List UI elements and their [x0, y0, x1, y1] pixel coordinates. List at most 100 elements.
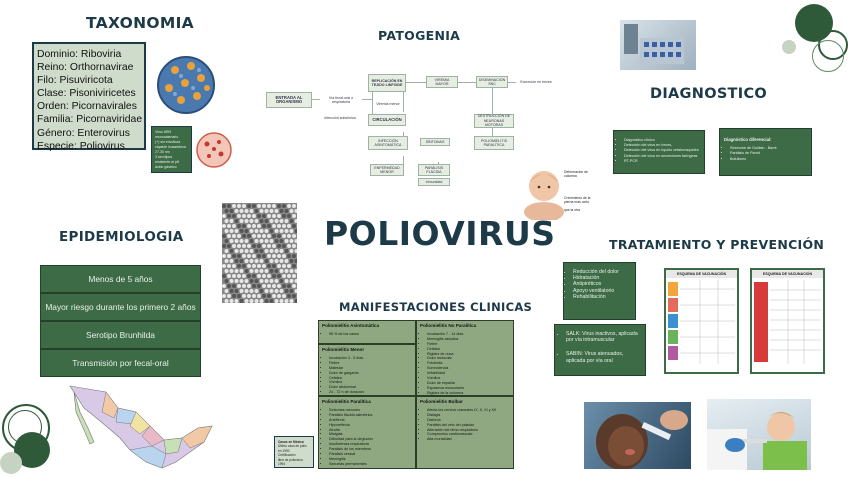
manif-item: Disfagia: [427, 413, 510, 418]
manif-item: Insuficiencia respiratoria: [329, 442, 412, 447]
manif-item: Fiebre: [329, 361, 412, 366]
patogenia-heading: PATOGENIA: [378, 28, 461, 43]
trat-item: Rehabilitación: [573, 294, 635, 300]
diag-dif-item: Síndrome de Guillain - Barré: [730, 146, 807, 151]
manif-item: Secuelas permanentes: [329, 462, 412, 467]
manif-item: Vómitos: [329, 380, 412, 385]
manif-item: Somnolencia: [427, 366, 510, 371]
flow-diseminacion: DISEMINACIÓN SNC: [476, 76, 508, 88]
flow-asintomatica: INFECCIÓN ASINTOMÁTICA: [368, 136, 408, 150]
vacuna-item: SABIN: Virus atenuados, aplicada por vía…: [566, 351, 641, 363]
epidemiologia-heading: EPIDEMIOLOGIA: [59, 229, 184, 245]
manif-item: Vómitos: [427, 376, 510, 381]
note-line: libre de poliovirus: [278, 457, 303, 462]
note-line: resistente al pH: [155, 160, 180, 164]
diagnostico-heading: DIAGNOSTICO: [650, 86, 768, 102]
flow-viremia-menor: Viremia menor: [374, 100, 402, 108]
manif-item: Mialgias: [329, 432, 412, 437]
taxonomia-heading: TAXONOMIA: [86, 14, 194, 32]
flow-neuronas: DESTRUCCIÓN DE NEURONAS MOTORAS: [474, 114, 514, 128]
note-line: 1994: [278, 462, 286, 467]
flow-sintomas: SÍNTOMAS: [420, 138, 450, 146]
tratamiento-box: Reducción del dolor Hidratación Antipiré…: [563, 262, 636, 320]
vacuna-item: SALK: Virus inactivos, aplicada por vía …: [566, 331, 641, 343]
manifestaciones-heading: MANIFESTACIONES CLINICAS: [339, 300, 533, 314]
child-label: Deformación de columna: [564, 170, 588, 178]
taxonomy-line: Género: Enterovirus: [37, 127, 130, 139]
manif-item: Dolor abdominal: [329, 385, 412, 390]
note-line: monocatenario: [155, 135, 179, 139]
flow-enfermedad: ENFERMEDAD MENOR: [370, 164, 404, 176]
manif-item: Parálisis flácida asimétrica: [329, 413, 412, 418]
decorative-circle: [782, 40, 796, 54]
trat-item: Antipiréticos: [573, 281, 635, 287]
manif-item: 24 - 72 h de duración: [329, 390, 412, 395]
vaccination-schedule-1: ESQUEMA DE VACUNACIÓN: [664, 268, 739, 374]
note-line: 27-30 nm: [155, 150, 170, 154]
manif-item: Meningitis aséptica: [427, 337, 510, 342]
manif-item: Malestar: [329, 366, 412, 371]
taxonomy-box: Dominio: Riboviria Reino: Orthornavirae …: [32, 42, 146, 152]
epi-item: Serotipo Brunhilda: [40, 321, 201, 349]
tratamiento-heading: TRATAMIENTO Y PREVENCIÓN: [609, 237, 825, 252]
flow-replicacion: REPLICACIÓN EN TEJIDO LINFOIDE: [368, 74, 406, 92]
child-label: que la otra: [564, 208, 581, 212]
manif-item: Incubación 3 - 5 días: [329, 356, 412, 361]
manif-item: Parálisis vesical: [329, 452, 412, 457]
manif-item: Meningitis: [329, 457, 412, 462]
flow-via: Vía fecal-oral o respiratoria: [320, 94, 362, 106]
diag-item: RT-PCR: [624, 159, 700, 164]
manif-item: Dolor muscular: [427, 356, 510, 361]
manif-item: 95 % de los casos: [329, 332, 412, 337]
manif-item: Atrofia: [329, 428, 412, 433]
note-line: Certificación: [278, 453, 296, 458]
diag-item: Detección del virus en secreciones farín…: [624, 154, 700, 159]
manif-item: Dificultad para la deglución: [329, 437, 412, 442]
injection-photo: [707, 399, 811, 470]
diagnostico-box: Diagnóstico clínico Detección del virus …: [613, 130, 705, 174]
note-line: ácido gástrico: [155, 165, 177, 169]
manif-title: Poliomielitis Bulbar: [420, 399, 463, 404]
decorative-circle: [0, 452, 22, 474]
manif-item: Irritabilidad: [427, 371, 510, 376]
virus-cell-illustration: [196, 132, 232, 168]
flow-paralisis: PARÁLISIS FLÁCIDA: [418, 164, 450, 176]
taxonomy-line: Dominio: Riboviria: [37, 49, 122, 60]
manif-asintomatica: Poliomielitis Asintomática 95 % de los c…: [318, 320, 416, 344]
note-line: Virus ARN: [155, 130, 172, 134]
trat-item: Apoyo ventilatorio: [573, 288, 635, 294]
manif-item: Parálisis de los miembros: [329, 447, 412, 452]
manif-item: Compromiso cardiovascular: [427, 432, 510, 437]
manif-bulbar: Poliomielitis Bulbar Afecta los nervios …: [416, 396, 514, 469]
microscopy-image: [222, 203, 297, 303]
diagnostico-diferencial-box: Diagnóstico diferencial: Síndrome de Gui…: [719, 128, 812, 176]
diag-dif-title: Diagnóstico diferencial:: [724, 137, 772, 142]
flow-infeccion: Infección subclínica: [320, 114, 360, 122]
note-line: Casos en México: [278, 440, 304, 444]
flow-poliomielitis: POLIOMIELITIS PARALÍTICA: [474, 136, 514, 150]
child-label: Crecimiento de la pierna más corto: [564, 196, 591, 204]
manif-title: Poliomielitis Paralítica: [322, 399, 371, 404]
epi-item: Menos de 5 años: [40, 265, 201, 293]
vaccination-drops-photo: [584, 402, 691, 469]
diag-item: Detección del virus en heces,: [624, 143, 700, 148]
diag-item: Diagnóstico clínico: [624, 138, 700, 143]
page-title: POLIOVIRUS: [324, 214, 556, 253]
manif-item: Rigidez de la columna: [427, 391, 510, 396]
manif-paralitica: Poliomielitis Paralítica Síntomas menore…: [318, 396, 416, 469]
manif-item: Alta mortalidad: [427, 437, 510, 442]
note-line: (+) sin envoltura: [155, 140, 181, 144]
taxonomy-line: Familia: Picornaviridae: [37, 114, 143, 126]
taxonomy-note-box: Virus ARN monocatenario (+) sin envoltur…: [151, 126, 192, 173]
trat-item: Hidratación: [573, 275, 635, 281]
manif-item: Arreflexia: [329, 418, 412, 423]
flow-viremia: VIREMIA MAYOR: [426, 76, 458, 88]
manif-item: Cefalea: [329, 376, 412, 381]
virus-illustration: [157, 56, 215, 114]
flow-entrada: ENTRADA AL ORGANISMO: [266, 92, 312, 108]
manifestaciones-grid: Poliomielitis Asintomática 95 % de los c…: [318, 320, 514, 469]
manif-item: Afecta los nervios craneales IX, X, XI y…: [427, 408, 510, 413]
vacunas-box: SALK: Virus inactivos, aplicada por vía …: [554, 324, 646, 376]
child-illustration: Deformación de columna Crecimiento de la…: [522, 164, 594, 222]
taxonomy-line: Especie: Poliovirus: [37, 140, 125, 152]
